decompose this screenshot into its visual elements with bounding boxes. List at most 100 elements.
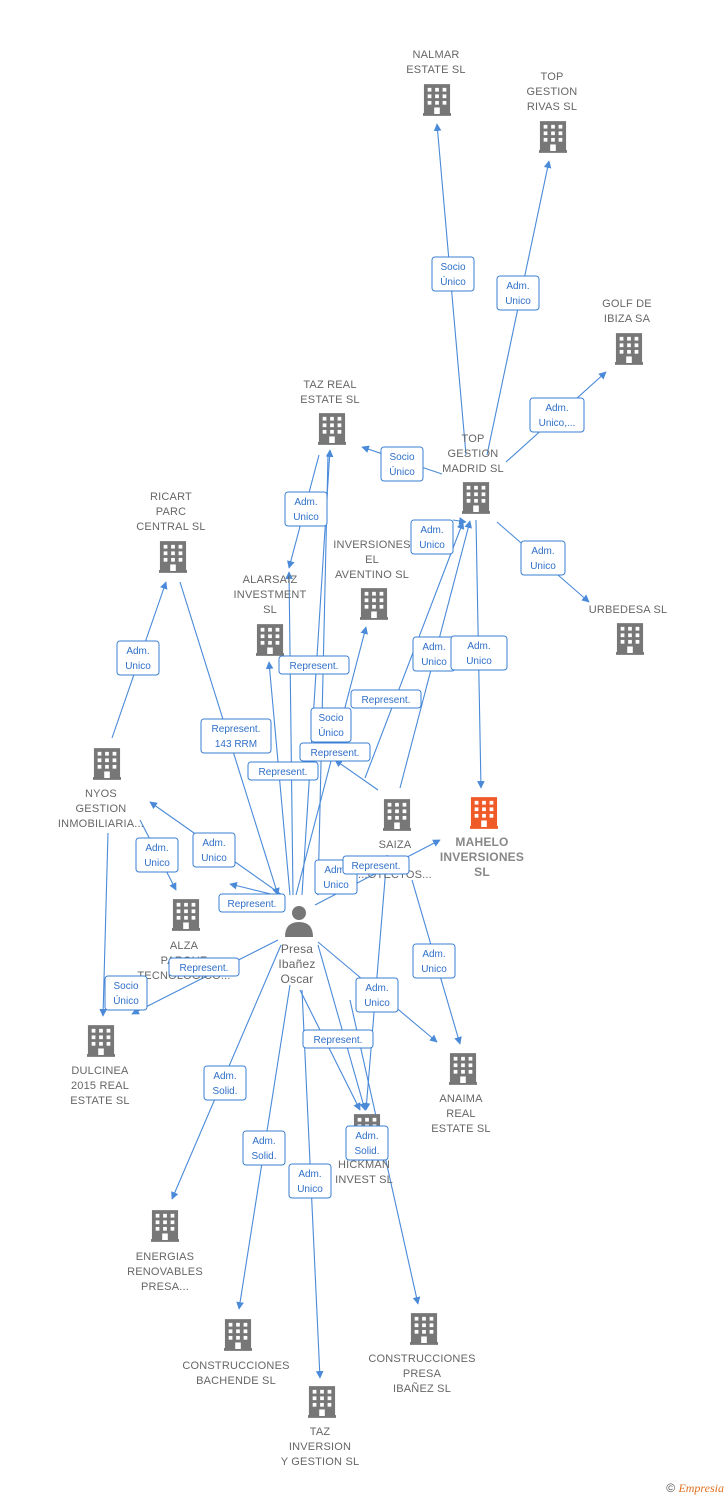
node-label: GOLF DE: [602, 298, 652, 310]
node-label: NALMAR: [412, 49, 459, 61]
edge-label-box: [284, 491, 328, 527]
company-node-energias[interactable]: ENERGIASRENOVABLESPRESA...: [127, 1210, 203, 1293]
edge-label-text: Represent.: [290, 661, 339, 672]
edge-label-l2[interactable]: Adm. Unico: [496, 275, 540, 311]
edge-label-l11[interactable]: Represent.: [278, 655, 350, 675]
edge-label-text: Represent.: [362, 695, 411, 706]
edge-label-text: Adm.: [420, 525, 443, 536]
edge-label-box: [135, 837, 179, 873]
edge-label-text: Solid.: [212, 1086, 237, 1097]
edge-label-box: [218, 893, 286, 913]
node-label: GESTION: [448, 448, 499, 460]
node-label: INVEST SL: [335, 1174, 393, 1186]
edge-label-l26[interactable]: Adm.Unico: [355, 977, 399, 1013]
node-label: CONSTRUCCIONES: [182, 1360, 289, 1372]
company-node-taz_real[interactable]: TAZ REAL ESTATE SL: [300, 379, 360, 445]
edge-label-l6[interactable]: Adm.Unico: [410, 519, 454, 555]
company-node-urbedesa[interactable]: URBEDESA SL: [589, 604, 668, 655]
edge-label-text: Único: [440, 275, 466, 288]
edge-label-l30[interactable]: Adm.Solid.: [345, 1125, 389, 1161]
edge-label-l24[interactable]: Represent.: [342, 855, 410, 875]
edge-line: [314, 454, 329, 896]
edge-label-l29[interactable]: Adm.Solid.: [242, 1130, 286, 1166]
edge-label-text: Unico: [144, 858, 170, 869]
edge-label-l14[interactable]: Represent.143 RRM: [200, 718, 272, 754]
node-label: NYOS: [85, 788, 117, 800]
edge-label-text: Adm.: [213, 1071, 236, 1082]
building-icon: [224, 1319, 252, 1351]
node-label: GESTION: [527, 86, 578, 98]
edge-label-l7[interactable]: Adm.Unico: [520, 540, 566, 576]
footer-brand[interactable]: © Empresia: [666, 1481, 724, 1496]
edge-label-l12[interactable]: Represent.: [350, 689, 422, 709]
edge-label-l27[interactable]: Represent.: [302, 1029, 374, 1049]
edge-label-l20[interactable]: Adm.Unico: [135, 837, 179, 873]
node-label: SL: [474, 865, 490, 879]
edge-label-text: Unico: [505, 296, 531, 307]
edge-label-text: Adm.: [531, 546, 554, 557]
edge-label-box: [350, 689, 422, 709]
edge-label-l28[interactable]: Adm. Solid.: [203, 1065, 247, 1101]
edge-label-box: [242, 1130, 286, 1166]
node-label: TAZ REAL: [303, 379, 356, 391]
edge-label-l18[interactable]: Adm.Unico: [192, 832, 236, 868]
node-label: ESTATE SL: [70, 1095, 129, 1107]
edge-label-l16[interactable]: Represent.: [247, 761, 319, 781]
edge-label-l15[interactable]: Represent.: [299, 742, 371, 762]
edge-label-l17[interactable]: Adm.Unico: [116, 640, 160, 676]
node-label: IBAÑEZ SL: [393, 1382, 451, 1395]
node-label: ESTATE SL: [300, 394, 359, 406]
edge-label-l9[interactable]: Adm.Unico: [450, 635, 508, 671]
building-icon: [383, 799, 411, 831]
edge-label-l3[interactable]: Adm.Unico,...: [529, 397, 585, 433]
edge-label-box: [529, 397, 585, 433]
edge-label-l25[interactable]: Adm.Unico: [412, 943, 456, 979]
edge-label-l5[interactable]: Adm.Unico: [284, 491, 328, 527]
edge-label-text: Unico: [421, 964, 447, 975]
node-label: PARC: [156, 506, 187, 518]
building-icon: [539, 121, 567, 153]
edge-label-box: [342, 855, 410, 875]
edge-label-l8[interactable]: Adm.Unico: [412, 636, 456, 672]
node-label: RIVAS SL: [527, 101, 577, 113]
edge-label-l21[interactable]: Represent.: [168, 957, 240, 977]
node-label: INVERSIONES: [440, 850, 524, 864]
node-label: MADRID SL: [442, 463, 504, 475]
person-name: Oscar: [280, 972, 313, 986]
edge-label-box: [247, 761, 319, 781]
edge-label-text: Unico: [125, 661, 151, 672]
node-label: GESTION: [76, 803, 127, 815]
edge-line: [99, 832, 109, 1017]
edge-label-l19[interactable]: Represent.: [218, 893, 286, 913]
node-label: ESTATE SL: [431, 1123, 490, 1135]
building-icon: [93, 748, 121, 780]
node-label: PRESA: [403, 1368, 442, 1380]
company-node-nyos[interactable]: NYOSGESTIONINMOBILIARIA...: [58, 748, 144, 830]
node-label: INVERSIONES: [333, 539, 410, 551]
edge-label-text: Adm.: [506, 281, 529, 292]
node-label: INVERSION: [289, 1441, 351, 1453]
node-label: SL: [263, 604, 277, 616]
node-label: DULCINEA: [71, 1065, 129, 1077]
edge-label-l31[interactable]: Adm.Unico: [288, 1163, 332, 1199]
empresia-logo: Empresia: [678, 1481, 724, 1495]
